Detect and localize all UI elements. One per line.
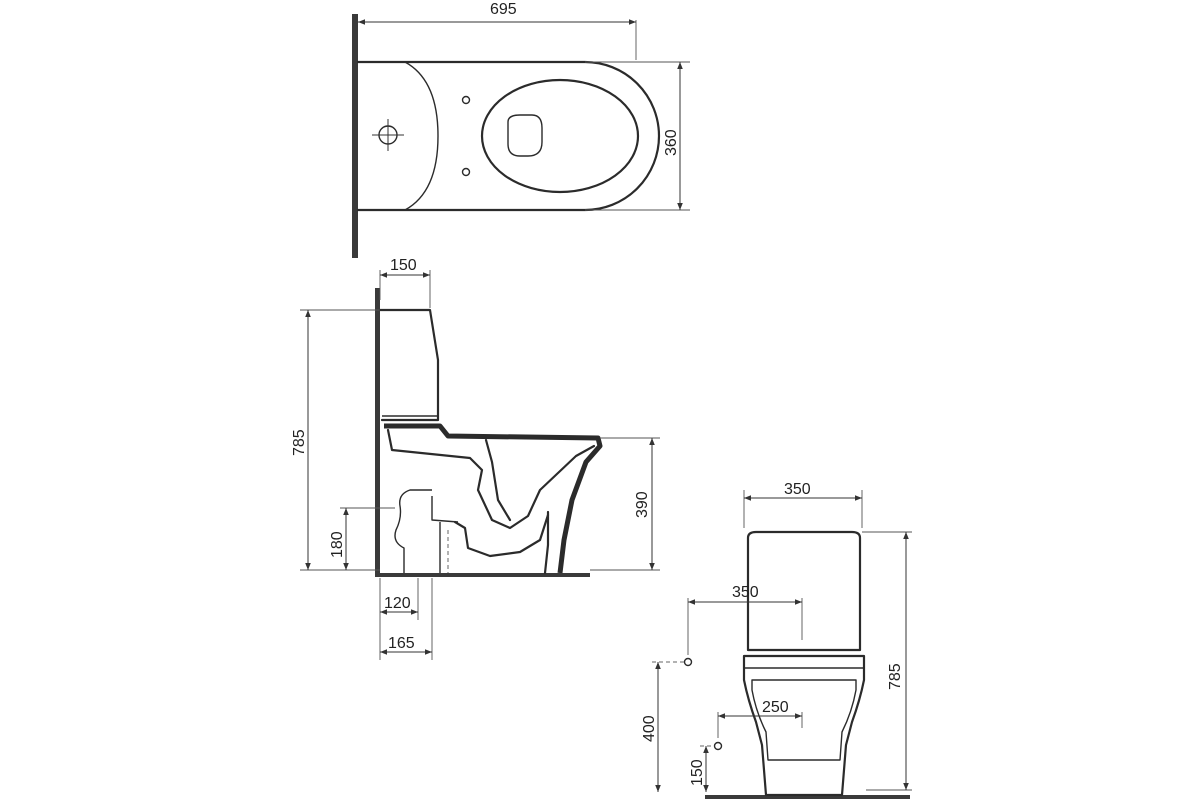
- front-view-bowl-inner: [751, 679, 857, 761]
- dim-label-360: 360: [663, 129, 680, 156]
- dim-label-695: 695: [490, 1, 517, 18]
- dim-label-400: 400: [641, 715, 658, 742]
- dim-label-150-tank: 150: [390, 257, 417, 274]
- top-view-body-outline: [356, 60, 661, 212]
- dim-label-250: 250: [762, 699, 789, 716]
- front-view: 350 350 250 400 150 785: [641, 481, 912, 799]
- side-view-outlet: [394, 489, 432, 573]
- dim-label-150-low: 150: [689, 759, 706, 786]
- dim-label-785-side: 785: [291, 429, 308, 456]
- dim-label-120: 120: [384, 595, 411, 612]
- wall-side-view: [375, 288, 380, 576]
- front-view-bowl: [742, 654, 866, 797]
- side-view-tank: [378, 308, 440, 422]
- top-view-tank-outline: [404, 61, 439, 211]
- dim-label-785-front: 785: [887, 663, 904, 690]
- water-inlet-low-icon: [713, 741, 723, 751]
- hinge-hole-icon: [461, 167, 471, 177]
- front-view-tank: [746, 530, 862, 652]
- dim-label-180: 180: [329, 531, 346, 558]
- hinge-hole-icon: [461, 95, 471, 105]
- floor-front-view: [705, 795, 910, 799]
- side-view-trapway: [386, 428, 596, 530]
- dim-label-390: 390: [634, 491, 651, 518]
- top-view: 695 360: [352, 1, 690, 258]
- top-view-bowl-opening: [507, 114, 543, 157]
- floor-side-view: [375, 573, 590, 577]
- side-view-bowl-bottom: [453, 513, 550, 558]
- flush-button-icon: [372, 119, 404, 151]
- side-view-bowl-inner: [484, 438, 550, 575]
- dim-label-350-tank: 350: [784, 481, 811, 498]
- side-view: 150 785 390 180 120 165: [291, 257, 660, 660]
- top-view-seat-outer: [480, 78, 640, 194]
- wall-top-view: [352, 14, 358, 258]
- water-inlet-high-icon: [683, 657, 693, 667]
- dim-label-165: 165: [388, 635, 415, 652]
- side-view-body: [384, 423, 603, 574]
- dim-label-350-inlet: 350: [732, 584, 759, 601]
